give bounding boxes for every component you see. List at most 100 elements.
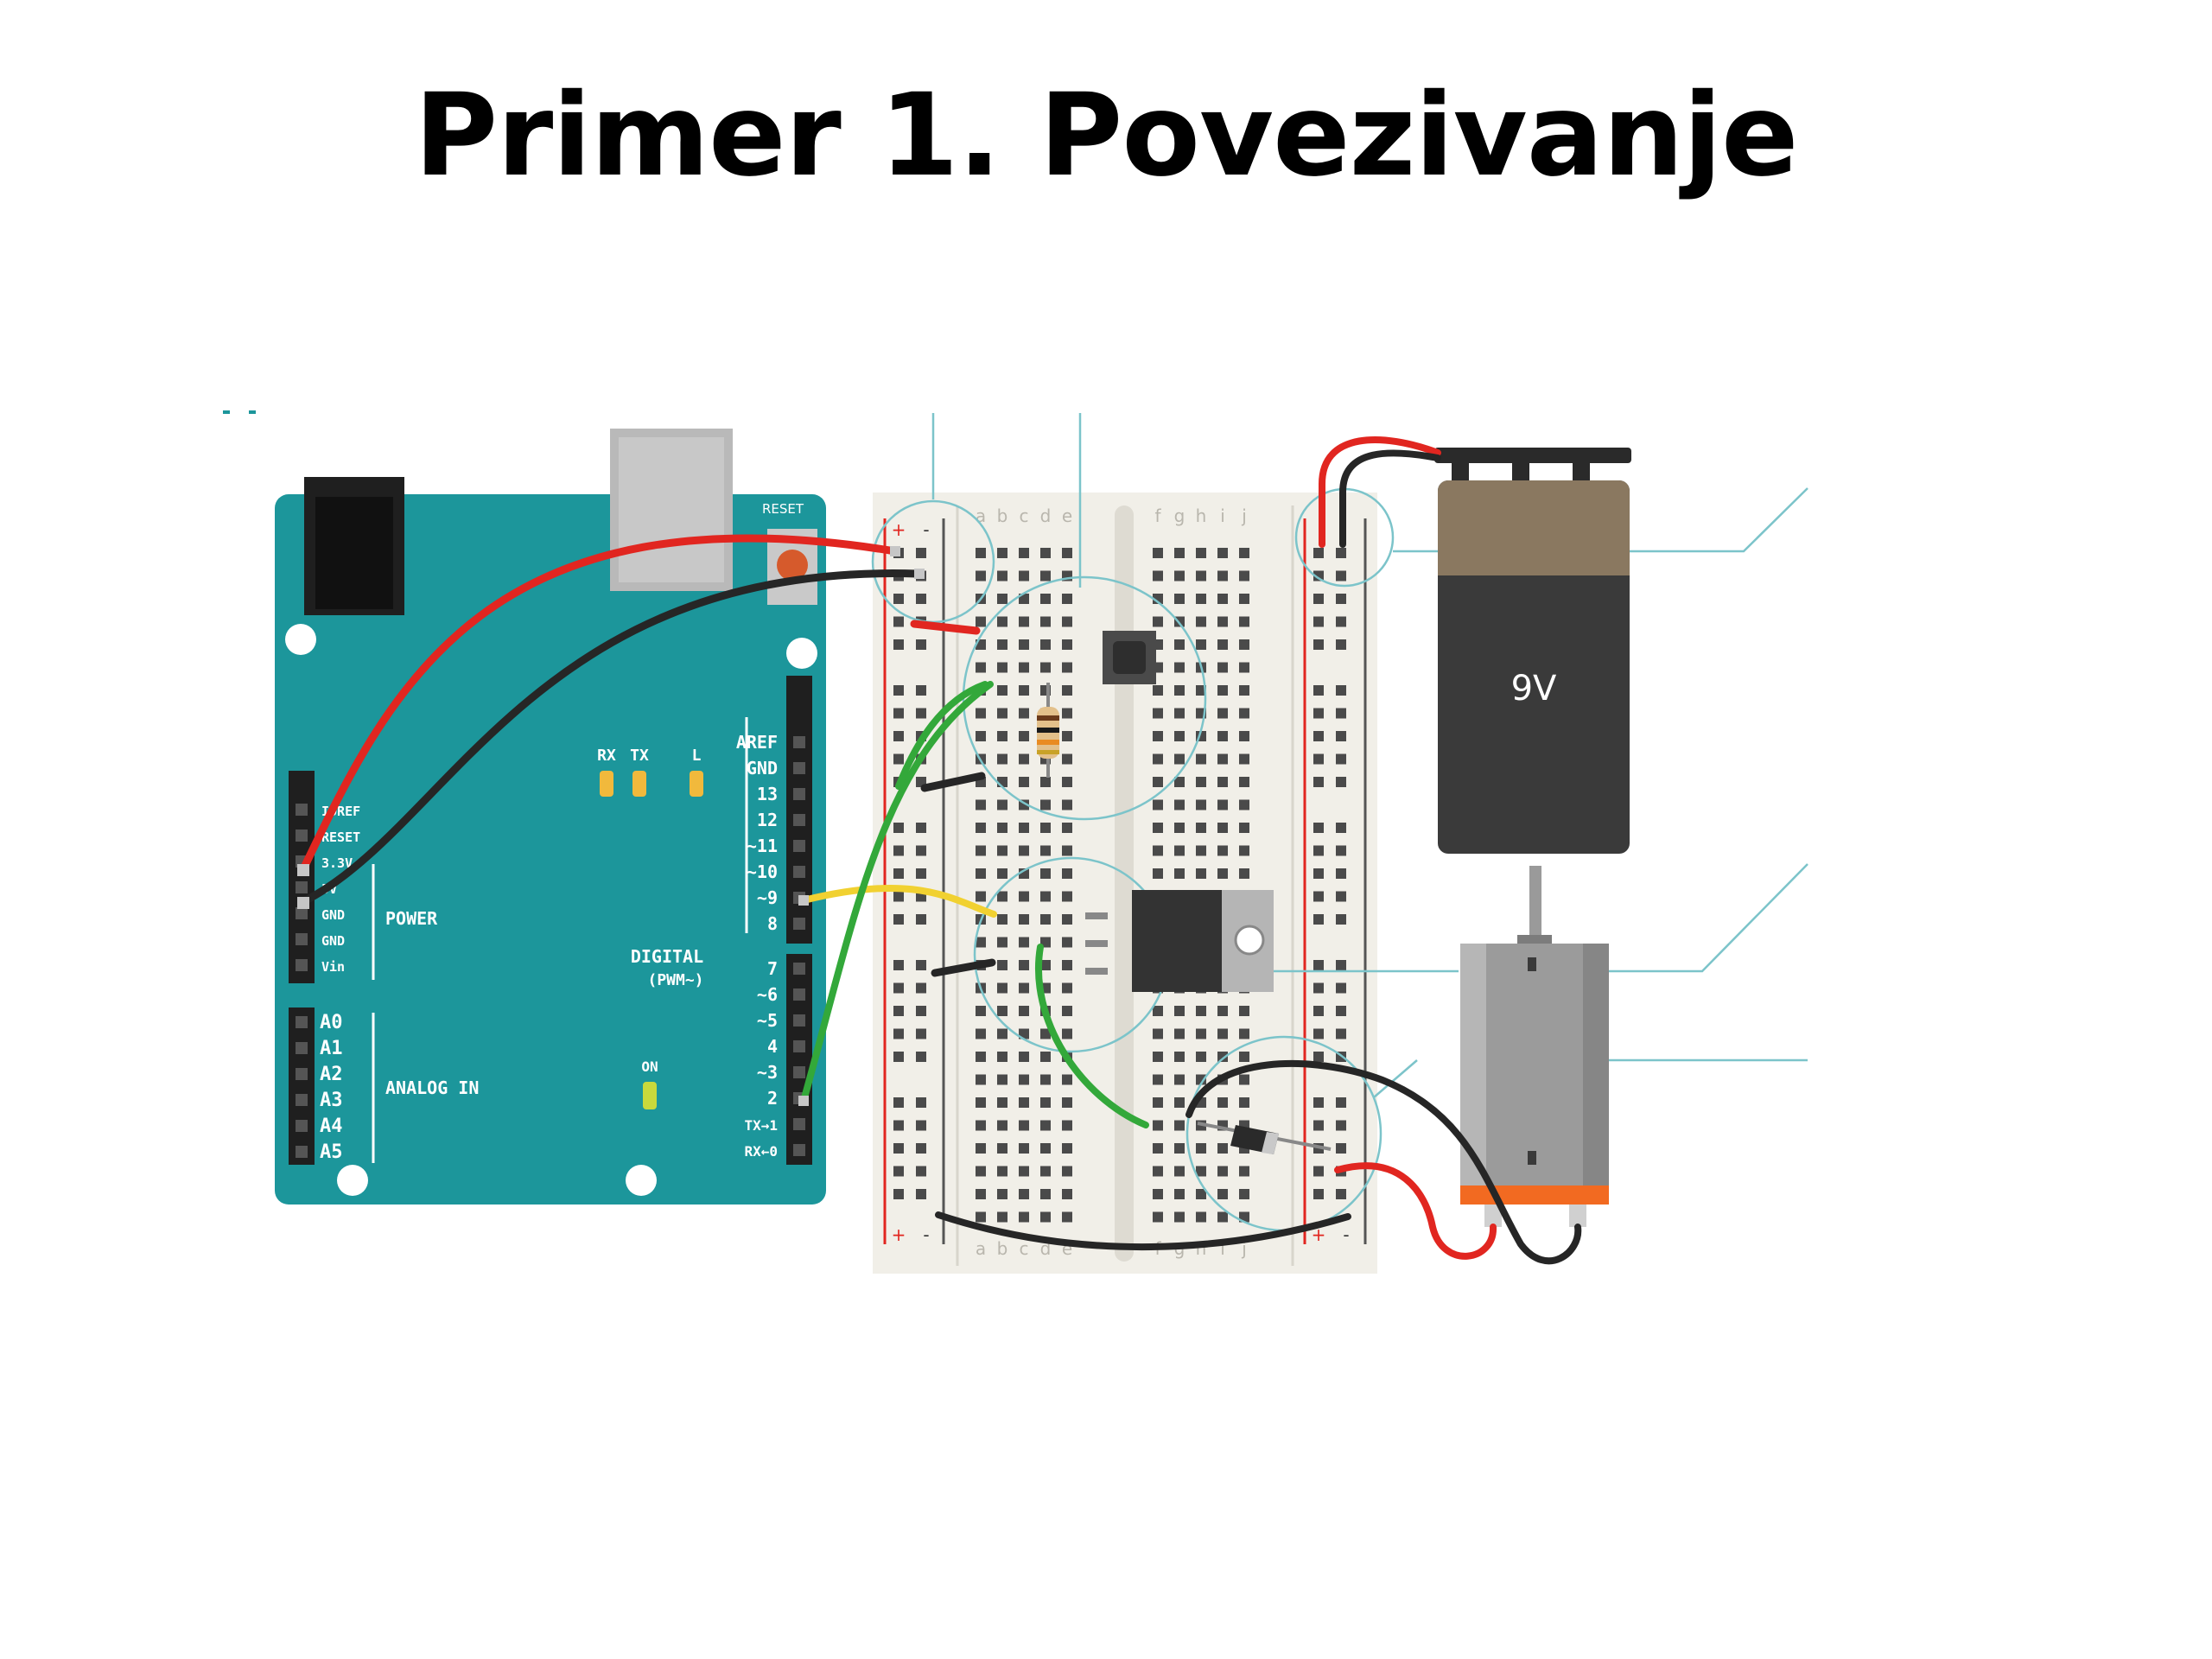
rail-hole xyxy=(916,1052,926,1062)
bb-hole xyxy=(1217,1166,1228,1177)
bb-hole xyxy=(1040,548,1051,558)
bb-hole xyxy=(997,1211,1007,1223)
bb-hole xyxy=(1019,639,1029,650)
bb-hole xyxy=(1239,570,1249,582)
bb-hole xyxy=(1174,1097,1185,1108)
bb-column-letter: j xyxy=(1241,1238,1247,1259)
bb-hole xyxy=(997,1143,1007,1154)
bb-hole xyxy=(997,685,1007,696)
battery-icon: 9V xyxy=(1434,448,1631,854)
bb-hole xyxy=(1062,1211,1072,1223)
rail-hole xyxy=(1336,594,1346,604)
bb-hole xyxy=(1196,570,1206,582)
rail-hole xyxy=(1336,960,1346,970)
bb-hole xyxy=(976,1074,986,1085)
rail-hole xyxy=(893,594,904,604)
bb-hole xyxy=(1062,868,1072,879)
rail-hole xyxy=(893,639,904,650)
rail-hole xyxy=(893,1006,904,1016)
bb-hole xyxy=(1196,1211,1206,1223)
bb-hole xyxy=(1040,1052,1051,1062)
pin-label: A2 xyxy=(320,1064,343,1085)
rail-hole xyxy=(916,594,926,604)
bb-hole xyxy=(1174,1211,1185,1223)
bb-hole xyxy=(1062,662,1072,673)
bb-hole xyxy=(1062,1120,1072,1131)
bb-hole xyxy=(1239,1189,1249,1199)
bb-hole xyxy=(1040,616,1051,627)
rail-hole xyxy=(1336,548,1346,558)
header-pin xyxy=(793,1014,805,1027)
bb-hole xyxy=(997,616,1007,627)
mount-hole xyxy=(626,1165,657,1196)
green-wire-rail xyxy=(895,681,988,790)
bb-hole xyxy=(997,1006,1007,1016)
bb-hole xyxy=(1019,1211,1029,1223)
bb-hole xyxy=(1196,1052,1206,1062)
bb-hole xyxy=(1239,594,1249,604)
bb-hole xyxy=(1217,639,1228,650)
bb-hole xyxy=(1040,639,1051,650)
bb-hole xyxy=(1019,914,1029,925)
bb-hole xyxy=(1062,1143,1072,1154)
bb-hole xyxy=(1019,1166,1029,1177)
pin-label: ~6 xyxy=(757,984,778,1005)
rail-hole xyxy=(1313,823,1324,833)
bb-column-letter: d xyxy=(1040,505,1052,526)
bb-hole xyxy=(1196,639,1206,650)
bb-hole xyxy=(1040,594,1051,604)
header-pin xyxy=(793,814,805,826)
bb-column-letter: b xyxy=(997,1238,1008,1259)
rail-hole xyxy=(1313,685,1324,696)
bb-hole xyxy=(1040,845,1051,856)
rx-led-icon xyxy=(600,771,613,797)
bb-hole xyxy=(1062,1097,1072,1108)
bb-column-letter: a xyxy=(976,1238,986,1259)
bb-hole xyxy=(1196,1028,1206,1039)
bb-hole xyxy=(1019,731,1029,741)
bb-hole xyxy=(1174,1052,1185,1062)
bb-hole xyxy=(1062,1166,1072,1177)
bb-hole xyxy=(1062,799,1072,810)
on-led-icon xyxy=(643,1082,657,1109)
header-pin xyxy=(793,963,805,975)
analog-header xyxy=(289,1007,315,1165)
bb-hole xyxy=(1062,823,1072,833)
bb-hole xyxy=(1019,1074,1029,1085)
bb-hole xyxy=(1040,799,1051,810)
bb-hole xyxy=(997,823,1007,833)
pin-label: GND xyxy=(747,758,778,779)
header-pin xyxy=(793,736,805,748)
bb-hole xyxy=(976,616,986,627)
bb-hole xyxy=(1174,777,1185,787)
bb-hole xyxy=(997,662,1007,673)
bb-hole xyxy=(976,868,986,879)
rail-hole xyxy=(1336,982,1346,994)
rail-hole xyxy=(1336,823,1346,833)
bb-hole xyxy=(1174,1189,1185,1199)
rail-hole xyxy=(893,1028,904,1039)
rail-hole xyxy=(1336,1028,1346,1039)
header-pin xyxy=(296,959,308,971)
pin-label: ~11 xyxy=(747,836,778,856)
bb-hole xyxy=(997,753,1007,765)
rail-hole xyxy=(1313,982,1324,994)
rail-hole xyxy=(1336,891,1346,902)
bb-column-letter: b xyxy=(997,505,1008,526)
bb-hole xyxy=(997,548,1007,558)
bb-hole xyxy=(1239,731,1249,741)
pin-label: A0 xyxy=(320,1012,343,1033)
header-pin xyxy=(296,1042,308,1054)
pin-label: 12 xyxy=(757,810,778,830)
rail-hole xyxy=(916,823,926,833)
bb-hole xyxy=(1174,823,1185,833)
pin-label: A4 xyxy=(320,1116,343,1137)
header-pin xyxy=(296,881,308,893)
bb-hole xyxy=(997,1097,1007,1108)
rail-hole xyxy=(1313,708,1324,719)
bb-hole xyxy=(1062,753,1072,765)
bb-hole xyxy=(1062,548,1072,558)
bb-hole xyxy=(1239,616,1249,627)
